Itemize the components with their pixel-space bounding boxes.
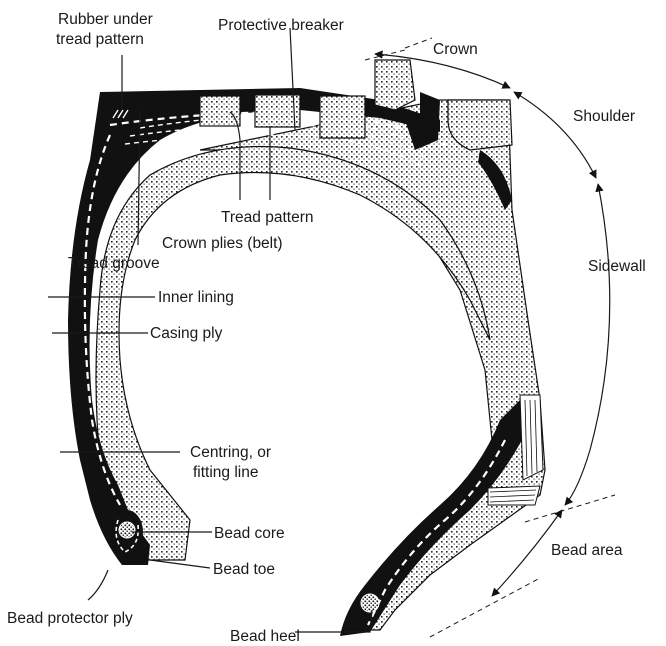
label-tread-pattern: Tread pattern bbox=[221, 209, 313, 226]
label-bead-area: Bead area bbox=[551, 542, 623, 559]
label-shoulder: Shoulder bbox=[573, 108, 635, 125]
leader-bead-toe bbox=[150, 560, 210, 568]
label-sidewall: Sidewall bbox=[588, 258, 646, 275]
label-casing-ply: Casing ply bbox=[150, 325, 223, 342]
label-bead-protector-ply: Bead protector ply bbox=[7, 610, 133, 627]
label-rubber-under-line2: tread pattern bbox=[56, 31, 144, 48]
label-protective-breaker: Protective breaker bbox=[218, 17, 344, 34]
label-bead-heel: Bead heel bbox=[230, 628, 300, 645]
label-tread-groove: Tread groove bbox=[68, 255, 160, 272]
label-crown: Crown bbox=[433, 41, 478, 58]
shoulder-arc bbox=[514, 92, 596, 178]
sidewall-arc bbox=[565, 184, 610, 505]
crown-limit-line-2 bbox=[405, 38, 432, 48]
leader-bead-protector bbox=[88, 570, 108, 600]
label-bead-toe: Bead toe bbox=[213, 561, 275, 578]
label-centring-line2: fitting line bbox=[193, 464, 258, 481]
label-crown-plies: Crown plies (belt) bbox=[162, 235, 283, 252]
label-inner-lining: Inner lining bbox=[158, 289, 234, 306]
bead-core-right bbox=[361, 594, 379, 612]
label-centring-line1: Centring, or bbox=[190, 444, 271, 461]
bead-area-limit-bottom bbox=[430, 578, 540, 637]
label-rubber-under-line1: Rubber under bbox=[58, 11, 153, 28]
label-bead-core: Bead core bbox=[214, 525, 285, 542]
